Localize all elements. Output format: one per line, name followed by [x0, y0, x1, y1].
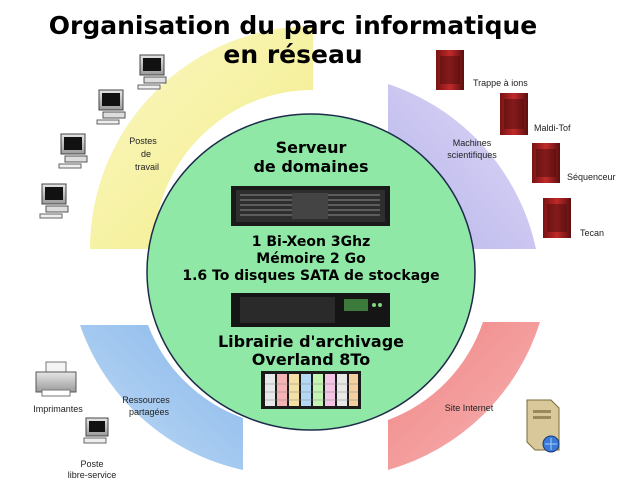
quadrant-bottom-right: [388, 322, 540, 470]
spec-memory: Mémoire 2 Go: [256, 251, 366, 267]
printer-icon: [35, 361, 77, 397]
ressources-label-1: Ressources: [122, 395, 170, 405]
server-rack-icon: [543, 198, 571, 238]
poste-label-2: libre-service: [68, 470, 117, 480]
postes-label-1: Postes: [129, 136, 157, 146]
workstation-icon: [58, 133, 88, 169]
library-label-1: Librairie d'archivage: [218, 332, 404, 351]
server-rack-icon: [231, 186, 390, 226]
poste-label-1: Poste: [80, 459, 103, 469]
workstation-icon: [39, 183, 69, 219]
spec-storage: 1.6 To disques SATA de stockage: [182, 268, 439, 284]
machines-label-1: Machines: [453, 138, 492, 148]
library-label-2: Overland 8To: [252, 350, 370, 369]
spec-cpu: 1 Bi-Xeon 3Ghz: [252, 234, 370, 250]
machine-label-sequenceur: Séquenceur: [567, 172, 616, 182]
quadrant-bottom-left: [80, 325, 243, 470]
machine-label-maldi: Maldi-Tof: [534, 123, 571, 133]
quadrant-top-left: [90, 26, 313, 249]
postes-label-2: de: [141, 149, 151, 159]
web-server-icon: [526, 399, 560, 453]
printers-label: Imprimantes: [33, 404, 83, 414]
workstation-icon: [137, 54, 167, 90]
machines-label-2: scientifiques: [447, 150, 497, 160]
tape-library-icon: [231, 293, 390, 327]
workstation-icon: [96, 89, 126, 125]
server-rack-icon: [532, 143, 560, 183]
server-title-2: de domaines: [253, 157, 368, 176]
server-title-1: Serveur: [276, 138, 347, 157]
postes-label-3: travail: [135, 162, 159, 172]
page-title-line-1: Organisation du parc informatique: [49, 11, 538, 40]
ressources-label-2: partagées: [129, 407, 170, 417]
center-circle: [146, 113, 476, 431]
page-title-line-2: en réseau: [223, 40, 362, 69]
server-rack-icon: [500, 93, 528, 135]
workstation-icon: [83, 417, 109, 444]
quadrant-top-right: [388, 84, 536, 249]
site-internet-label: Site Internet: [445, 403, 494, 413]
machine-label-tecan: Tecan: [580, 228, 604, 238]
tape-cartridges-icon: [261, 371, 361, 409]
server-rack-icon: [436, 50, 464, 90]
machine-label-trappe: Trappe à ions: [473, 78, 528, 88]
